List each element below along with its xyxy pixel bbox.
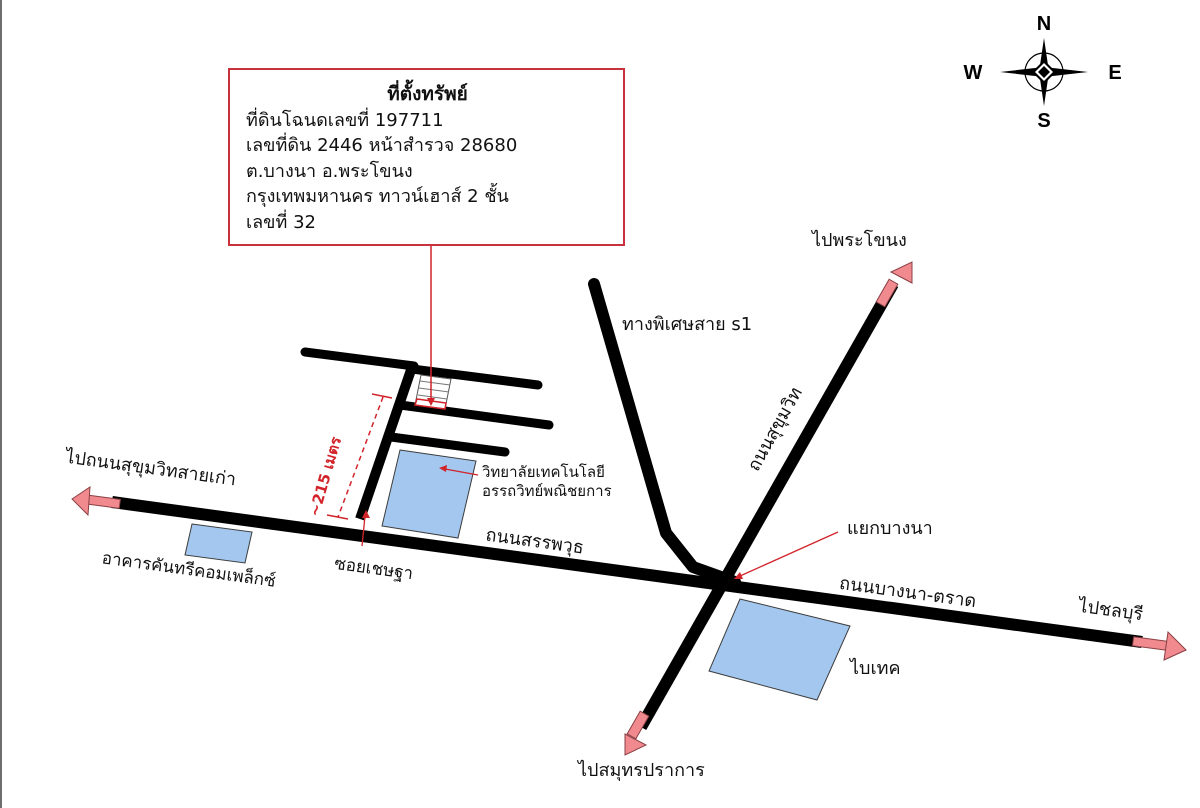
label-to-samut-prakan: ไปสมุทรปราการ [578,760,705,781]
info-line-house-no: เลขที่ 32 [246,211,316,233]
side-street-4 [386,432,510,457]
compass-south-label: S [1037,110,1050,132]
label-to-old-sukhumvit: ไปถนนสุขุมวิทสายเก่า [62,445,237,490]
side-street-1 [300,347,419,371]
sanphawut-bangna-trat-road [111,496,1143,648]
soi-pointer-head [362,510,370,518]
info-line-district: ต.บางนา อ.พระโขนง [246,160,413,182]
info-line-province: กรุงเทพมหานคร ทาวน์เฮาส์ 2 ชั้น [246,186,509,207]
college-building [381,449,477,539]
college-pointer-head [439,465,447,472]
info-leader-arrowhead [427,398,435,406]
bitec-building [708,598,851,701]
distance-tick-bottom [326,514,349,520]
sukhumvit-road-line [635,281,899,730]
property-block [414,374,452,410]
distance-tick-top [371,393,393,399]
arrow-to-samut-prakan [624,710,650,756]
junction-pointer-head [734,572,743,579]
info-line-deed: ที่ดินโฉนดเลขที่ 197711 [246,109,444,131]
expressway-s1-line [588,278,741,588]
label-to-phra-khanong: ไปพระโขนง [812,230,907,251]
compass-north-label: N [1037,13,1051,35]
compass-west-label: W [964,62,983,84]
label-to-chonburi: ไปชลบุรี [1075,595,1144,626]
property-info-box: ที่ตั้งทรัพย์ ที่ดินโฉนดเลขที่ 197711 เล… [228,68,625,246]
arrow-to-phra-khanong [875,261,913,308]
label-college: วิทยาลัยเทคโนโลยี อรรถวิทย์พณิชยการ [482,463,612,500]
side-street-3 [395,400,554,430]
side-street-2 [407,364,543,390]
info-title: ที่ตั้งทรัพย์ [387,83,468,105]
arrow-to-old-sukhumvit [71,486,121,517]
compass-rose-icon: N S W E [964,13,1122,132]
distance-dashed-line [337,396,384,518]
left-border-line [0,0,2,808]
soi-pointer-line [361,515,366,547]
junction-pointer-line [739,531,839,577]
college-pointer-line [444,468,479,476]
label-distance: ~215 เมตร [305,434,345,519]
compass-east-label: E [1108,62,1121,84]
info-line-parcel: เลขที่ดิน 2446 หน้าสำรวจ 28680 [246,135,518,156]
label-expressway-s1: ทางพิเศษสาย s1 [622,314,753,335]
kantree-complex-building [184,523,253,564]
label-bangna-junction: แยกบางนา [847,518,933,539]
arrow-to-chonburi [1131,630,1187,661]
soi-chetsada-line [355,365,417,521]
label-bitec: ไบเทค [850,658,901,679]
label-soi-chetsada: ซอยเชษฐา [333,554,414,584]
